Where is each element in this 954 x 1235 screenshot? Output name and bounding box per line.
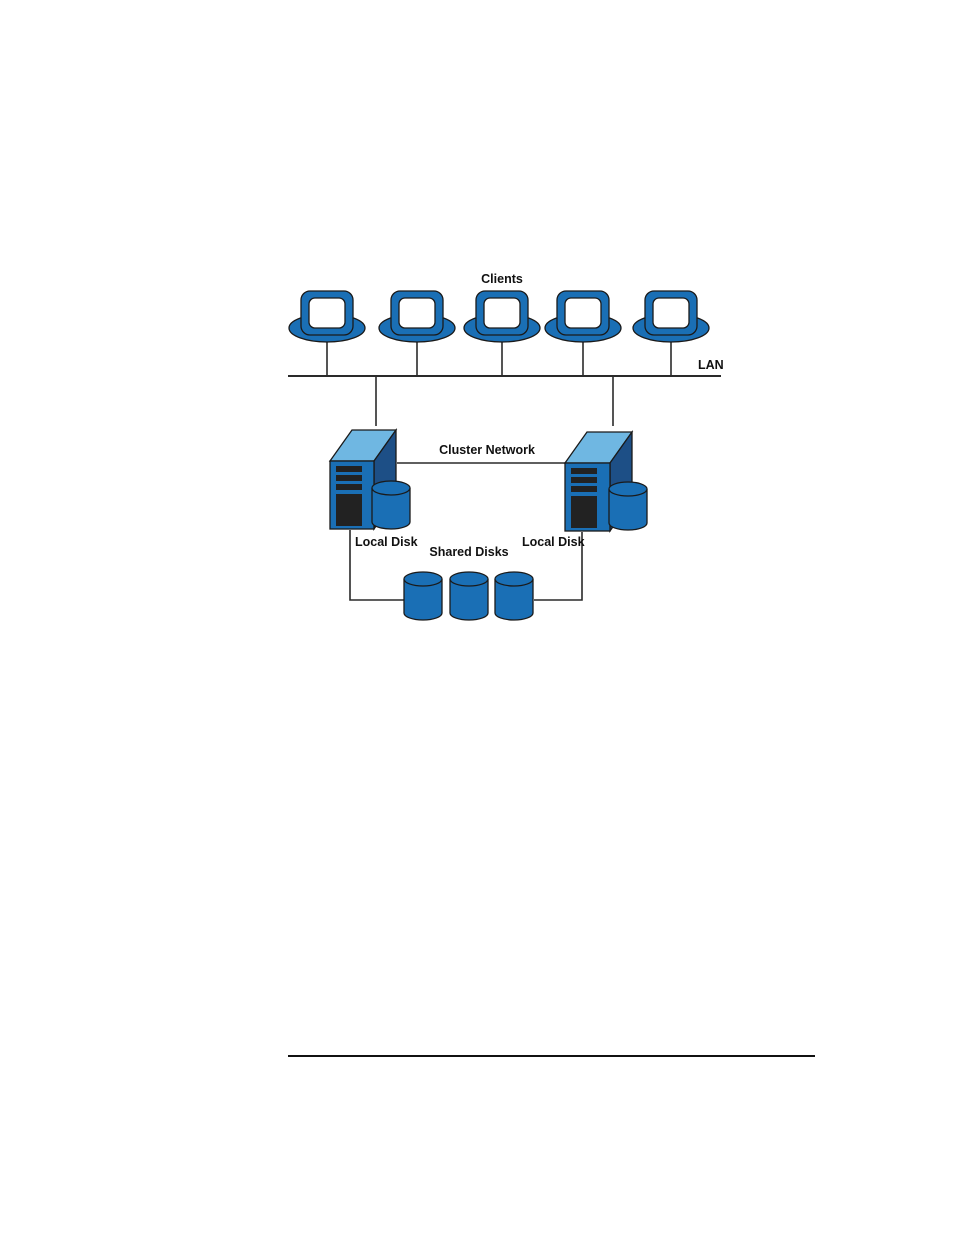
local-disk-left-label: Local Disk (355, 535, 418, 549)
shared-disk-icon (450, 572, 488, 620)
local-disk-left-icon (372, 481, 410, 529)
shared-disks-label: Shared Disks (429, 545, 508, 559)
client-computer-icon (633, 291, 709, 342)
client-computer-icon (545, 291, 621, 342)
shared-disks-group (404, 572, 533, 620)
clients-label: Clients (481, 272, 523, 286)
client-computer-icon (464, 291, 540, 342)
cluster-network-label: Cluster Network (439, 443, 535, 457)
clients-group (289, 291, 709, 342)
footer-rule (288, 1055, 815, 1057)
client-computer-icon (379, 291, 455, 342)
client-drop-lines (327, 340, 671, 376)
shared-disk-icon (404, 572, 442, 620)
shared-disk-icon (495, 572, 533, 620)
local-disk-right-icon (609, 482, 647, 530)
client-computer-icon (289, 291, 365, 342)
lan-label: LAN (698, 358, 724, 372)
local-disk-right-label: Local Disk (522, 535, 585, 549)
